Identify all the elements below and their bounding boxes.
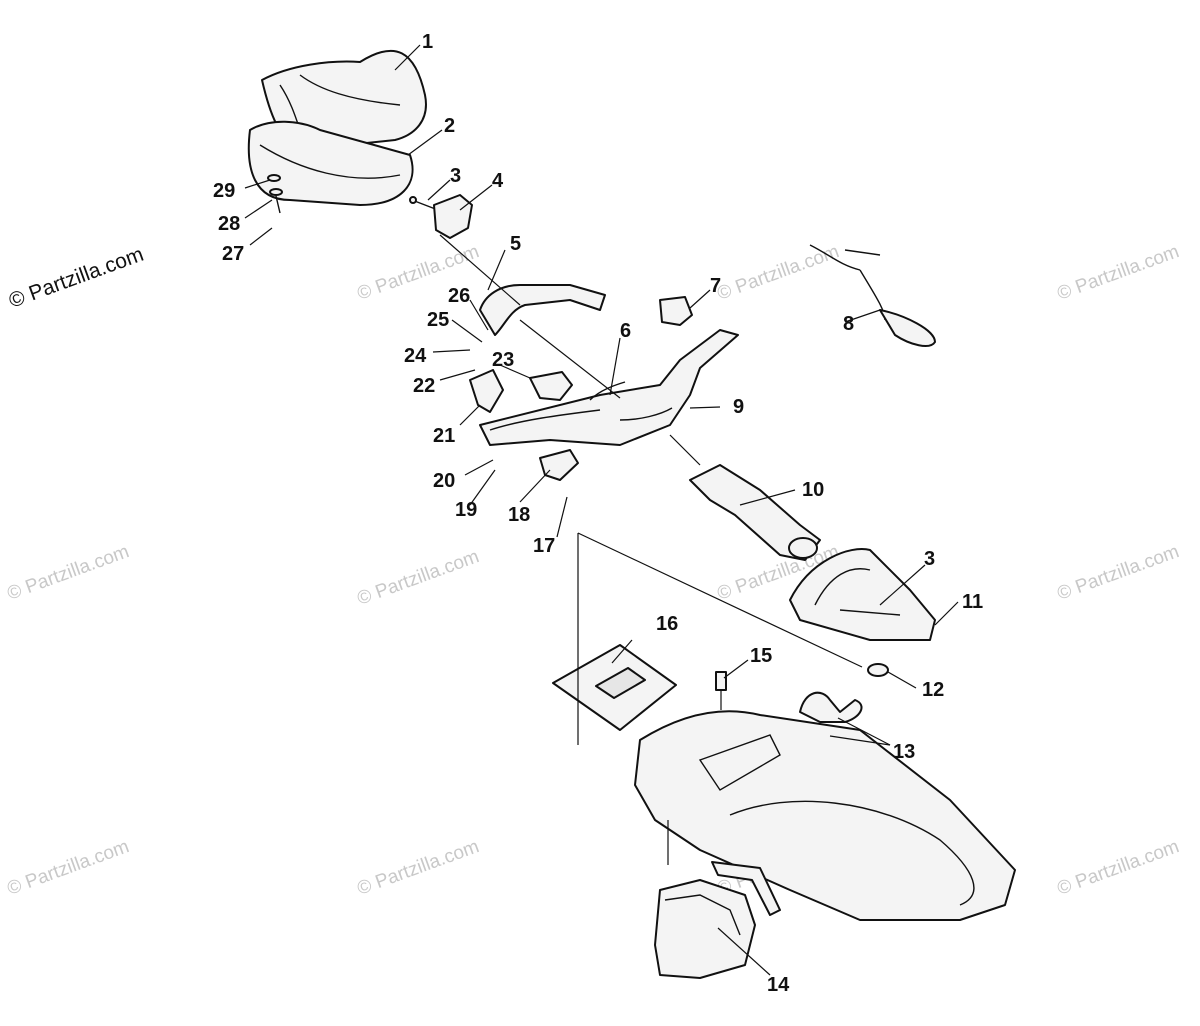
watermark: © Partzilla.com — [5, 836, 132, 900]
steering-base-part — [789, 548, 936, 641]
callout-25: 25 — [427, 309, 449, 331]
callout-21: 21 — [433, 425, 455, 447]
callout-17: 17 — [533, 535, 555, 557]
decal-part — [799, 691, 863, 723]
washer-part — [867, 663, 889, 677]
callout-6: 6 — [620, 320, 631, 342]
callout-leaders — [244, 44, 959, 976]
callout-9: 9 — [733, 396, 744, 418]
mirror-part — [469, 369, 504, 413]
callout-20: 20 — [433, 470, 455, 492]
throttle-part — [539, 449, 579, 481]
callout-23: 23 — [492, 349, 514, 371]
bracket-part — [654, 861, 781, 979]
callout-22: 22 — [413, 375, 435, 397]
callout-29: 29 — [213, 180, 235, 202]
watermark: © Partzilla.com — [355, 546, 482, 610]
callout-3b: 3 — [924, 548, 935, 570]
small-hardware-group — [267, 174, 283, 214]
bolt-part — [715, 671, 727, 691]
callout-27: 27 — [222, 243, 244, 265]
upper-tube-part — [479, 284, 606, 336]
watermark: © Partzilla.com — [5, 541, 132, 605]
switch-housing-part — [529, 371, 573, 401]
callout-labels: 1 2 3 4 5 6 7 8 9 10 3 11 12 13 14 15 16… — [213, 31, 983, 996]
callout-18: 18 — [508, 504, 530, 526]
callout-19: 19 — [455, 499, 477, 521]
lower-cover-part — [247, 120, 414, 206]
clamp-part — [409, 194, 473, 239]
callout-12: 12 — [922, 679, 944, 701]
callout-28: 28 — [218, 213, 240, 235]
watermark-main: © Partzilla.com — [6, 243, 147, 313]
callout-5: 5 — [510, 233, 521, 255]
callout-1: 1 — [422, 31, 433, 53]
callout-7: 7 — [710, 275, 721, 297]
watermark: © Partzilla.com — [1055, 241, 1182, 305]
watermark: © Partzilla.com — [715, 241, 842, 305]
callout-11: 11 — [962, 591, 983, 613]
callout-26: 26 — [448, 285, 470, 307]
watermark-grid: © Partzilla.com © Partzilla.com © Partzi… — [5, 241, 1182, 900]
assembly-lines — [439, 234, 863, 865]
callout-16: 16 — [656, 613, 678, 635]
callout-10: 10 — [802, 479, 824, 501]
callout-2: 2 — [444, 115, 455, 137]
callout-13: 13 — [893, 741, 915, 763]
callout-24: 24 — [404, 345, 427, 367]
handlebar-part — [479, 329, 739, 446]
body-part — [634, 710, 1016, 921]
plate-part — [552, 644, 677, 731]
watermark: © Partzilla.com — [1055, 541, 1182, 605]
steering-tube-part — [689, 464, 821, 561]
callout-15: 15 — [750, 645, 772, 667]
watermark: © Partzilla.com — [1055, 836, 1182, 900]
callout-8: 8 — [843, 313, 854, 335]
callout-4: 4 — [492, 170, 504, 192]
callout-14: 14 — [767, 974, 790, 996]
cap-part — [659, 296, 693, 326]
lanyard-part — [809, 244, 936, 347]
callout-3: 3 — [450, 165, 461, 187]
watermark: © Partzilla.com — [355, 836, 482, 900]
